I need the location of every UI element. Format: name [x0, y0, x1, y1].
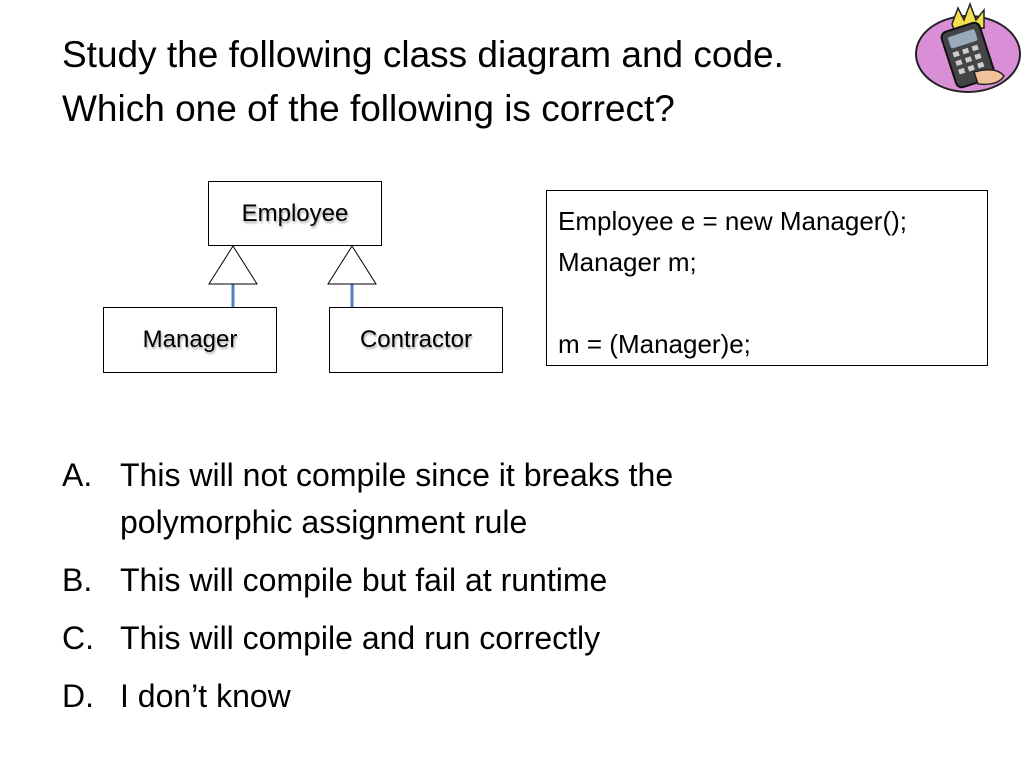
code-line-3 — [558, 283, 976, 324]
class-manager: Manager — [103, 307, 277, 373]
option-text: I don’t know — [120, 678, 291, 714]
option-text: This will compile and run correctly — [120, 620, 601, 656]
title-line-2: Which one of the following is correct? — [62, 88, 675, 129]
option-b[interactable]: B. This will compile but fail at runtime — [62, 557, 1002, 604]
code-line-1: Employee e = new Manager(); — [558, 206, 908, 236]
option-a[interactable]: A. This will not compile since it breaks… — [62, 452, 1002, 546]
class-employee: Employee — [208, 181, 382, 246]
manager-inheritance-arrowhead — [208, 245, 258, 285]
option-letter: A. — [62, 457, 93, 493]
code-line-2: Manager m; — [558, 247, 697, 277]
option-text: This will compile but fail at runtime — [120, 562, 608, 598]
title-line-1: Study the following class diagram and co… — [62, 34, 784, 75]
option-letter: C. — [62, 620, 94, 656]
code-box: Employee e = new Manager(); Manager m; m… — [546, 190, 988, 366]
code-line-4: m = (Manager)e; — [558, 329, 751, 359]
option-d[interactable]: D. I don’t know — [62, 673, 1002, 720]
option-text: This will not compile since it breaks th… — [120, 457, 674, 540]
option-c[interactable]: C. This will compile and run correctly — [62, 615, 1002, 662]
answer-options: A. This will not compile since it breaks… — [62, 452, 1002, 731]
class-contractor: Contractor — [329, 307, 503, 373]
slide-title: Study the following class diagram and co… — [62, 28, 784, 136]
option-letter: B. — [62, 562, 93, 598]
clicker-remote-icon — [915, 2, 1021, 93]
contractor-inheritance-arrowhead — [327, 245, 377, 285]
option-letter: D. — [62, 678, 94, 714]
